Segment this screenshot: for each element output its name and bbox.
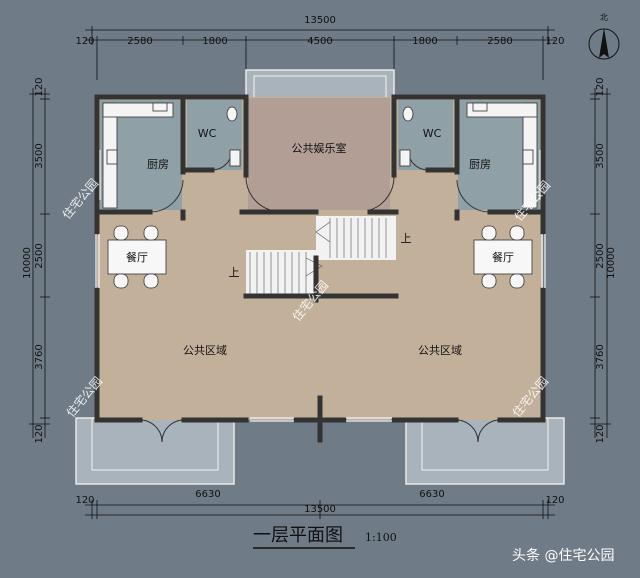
stair-upper	[316, 216, 396, 260]
label-stair-up: 上	[401, 232, 412, 245]
label-dining-right: 餐厅	[492, 250, 514, 264]
dim-bottom-seg: 120	[75, 495, 94, 506]
dim-top-seg: 4500	[307, 36, 332, 47]
label-entertainment: 公共娱乐室	[292, 141, 347, 155]
dim-right-total: 10000	[606, 247, 617, 279]
label-dining-left: 餐厅	[126, 250, 148, 264]
dim-left-seg: 120	[34, 424, 45, 443]
svg-text:北: 北	[600, 13, 608, 22]
label-public-right: 公共区域	[418, 344, 462, 357]
dim-bottom-seg: 120	[545, 495, 564, 506]
entertainment-room	[248, 98, 390, 210]
dim-right-seg: 2500	[595, 243, 606, 268]
terrace-top	[245, 69, 395, 99]
windows	[95, 150, 546, 422]
dim-top-seg: 120	[75, 36, 94, 47]
dim-right-seg: 120	[595, 424, 606, 443]
dim-top-seg: 1800	[202, 36, 227, 47]
credit-text: 头条 @住宅公园	[512, 547, 614, 564]
dining-set-right	[473, 225, 533, 289]
dim-left-seg: 120	[34, 77, 45, 96]
dim-right-seg: 3500	[595, 143, 606, 168]
dim-right-seg: 3760	[595, 344, 606, 369]
dim-bottom-seg: 6630	[419, 489, 444, 500]
dim-left-total: 10000	[22, 247, 33, 279]
dimension-lines	[29, 26, 611, 519]
label-kitchen-right: 厨房	[469, 158, 491, 171]
dim-right-seg: 120	[595, 77, 606, 96]
drawing-title: 一层平面图	[253, 525, 343, 546]
stair-lower	[246, 250, 316, 296]
dim-left-seg: 2500	[34, 243, 45, 268]
dim-bottom-total: 13500	[304, 504, 336, 515]
dim-left-seg: 3760	[34, 344, 45, 369]
terrace-bottom-right	[405, 417, 565, 485]
dining-set-left	[107, 225, 167, 289]
stair-treads	[249, 218, 387, 294]
dim-top-seg: 1800	[412, 36, 437, 47]
walls	[94, 94, 546, 443]
dim-top-total: 13500	[304, 15, 336, 26]
label-stair-up: 上	[229, 266, 240, 279]
label-public-left: 公共区域	[183, 344, 227, 357]
dim-right: 10000 120 3500 2500 3760 120	[595, 77, 617, 443]
label-wc-right: WC	[423, 127, 442, 140]
label-kitchen-left: 厨房	[147, 158, 169, 171]
dim-top-seg: 2580	[487, 36, 512, 47]
dim-left-seg: 3500	[34, 143, 45, 168]
terrace-bottom-left	[75, 417, 235, 485]
fixtures	[102, 102, 538, 209]
drawing-scale: 1:100	[365, 531, 397, 544]
label-wc-left: WC	[198, 127, 217, 140]
dim-bottom-seg: 6630	[195, 489, 220, 500]
north-arrow-icon: 北	[588, 13, 620, 60]
doors	[139, 149, 501, 443]
dim-left: 10000 120 3500 2500 3760 120	[22, 77, 45, 443]
dim-top-seg: 2580	[127, 36, 152, 47]
dim-top-seg: 120	[545, 36, 564, 47]
